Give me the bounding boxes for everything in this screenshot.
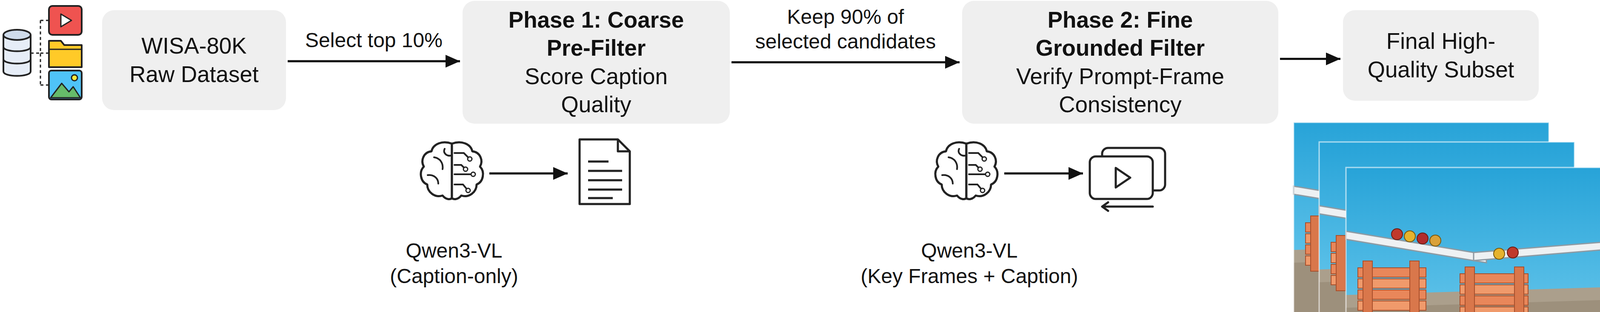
dashed-connector [30,20,49,86]
model-input: (Key Frames + Caption) [860,264,1079,289]
video-file-icon [60,14,72,27]
database-icon [3,46,31,64]
video-frames-illustration [1345,167,1600,312]
image-file-icon [71,74,78,81]
folder-icon [48,40,82,68]
box-heading: Phase 2: Fine Grounded Filter [1003,5,1238,63]
flow-arrow [1280,57,1341,60]
video-clip-icon [1089,156,1153,200]
model-name: Qwen3-VL [921,238,1018,264]
video-clip-icon [1102,202,1153,212]
process-box: WISA-80K Raw Dataset [102,10,286,111]
video-file-icon [48,5,82,35]
video-clip-icon [1115,168,1131,188]
brain-icon [420,142,483,200]
document-icon [617,139,630,152]
box-text: Final High-Quality Subset [1360,27,1522,84]
document-icon [579,139,630,205]
model-input: (Caption-only) [389,264,518,289]
brain-icon [420,142,483,200]
dashed-connector [30,20,49,86]
process-box: Phase 1: Coarse Pre-FilterScore Caption … [462,0,730,124]
box-text: Verify Prompt-Frame Consistency [1003,62,1238,120]
document-icon [588,161,623,199]
brain-icon [935,142,998,200]
pointer-arrow [489,172,568,175]
document-icon [579,139,630,205]
model-name: Qwen3-VL [405,238,503,264]
box-text: Score Caption Quality [496,62,697,120]
video-clip-icon [1089,148,1166,212]
database-icon [3,34,31,77]
image-file-icon [48,70,82,100]
image-file-icon [48,70,82,100]
process-box: Final High-Quality Subset [1342,10,1539,101]
pointer-arrow [489,173,568,175]
brain-icon [935,142,998,200]
edge-label: Select top 10% [305,28,443,53]
database-icon [3,29,31,77]
image-file-icon [50,83,81,98]
folder-icon [48,40,82,68]
box-heading: Phase 1: Coarse Pre-Filter [496,5,697,63]
process-box: Phase 2: Fine Grounded FilterVerify Prom… [962,0,1279,124]
video-file-icon [48,5,82,35]
pointer-arrow [1004,173,1083,175]
box-text: WISA-80K Raw Dataset [122,31,266,89]
folder-icon [48,48,82,51]
pointer-arrow [1004,172,1083,175]
flow-arrow [287,60,460,63]
flow-arrow [731,61,960,64]
video-frames-illustration [1293,122,1600,312]
edge-label: Keep 90% of selected candidates [739,4,952,54]
database-icon [3,29,31,40]
